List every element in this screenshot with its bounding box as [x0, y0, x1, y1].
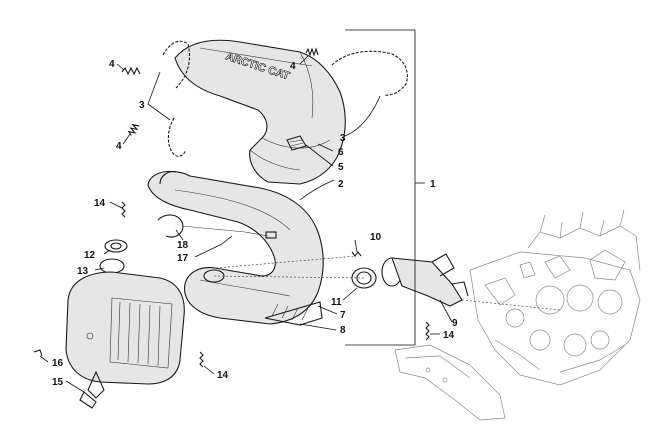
callout-4b: 4: [116, 141, 122, 152]
callout-2: 2: [338, 179, 344, 190]
callout-17: 17: [177, 253, 189, 264]
callout-1: 1: [430, 179, 436, 190]
heat-shield: ARCTIC CAT: [174, 39, 346, 185]
callout-4c: 4: [290, 61, 296, 72]
callout-18: 18: [177, 240, 189, 251]
callout-11: 11: [331, 297, 342, 308]
callout-8: 8: [340, 325, 346, 336]
callout-4a: 4: [109, 59, 115, 70]
callout-16: 16: [52, 358, 64, 369]
callout-14a: 14: [94, 198, 106, 209]
callout-15: 15: [52, 377, 64, 388]
callout-13: 13: [77, 266, 89, 277]
callout-14c: 14: [217, 370, 229, 381]
expansion-chamber: [147, 170, 324, 326]
callout-7: 7: [340, 310, 346, 321]
chassis-bracket: [394, 344, 506, 421]
callout-3a: 3: [139, 100, 145, 111]
callout-14b: 14: [443, 330, 455, 341]
callouts: 4 3 4 4 3 6 5 2 1 14 10 18 12 17 13 11: [33, 55, 458, 393]
callout-12: 12: [84, 250, 96, 261]
alignment-lines: [213, 255, 561, 311]
callout-9: 9: [452, 318, 458, 329]
group-bracket: [345, 29, 425, 346]
callout-10: 10: [370, 232, 382, 243]
callout-5: 5: [338, 162, 344, 173]
muffler: [65, 271, 185, 409]
springs: [121, 47, 319, 136]
sensor-harness: [157, 214, 277, 239]
callout-3b: 3: [340, 133, 346, 144]
engine-illustration: [469, 209, 641, 386]
callout-6: 6: [338, 147, 344, 158]
gaskets-and-flange: [99, 239, 469, 307]
spring-bands: [162, 40, 408, 157]
